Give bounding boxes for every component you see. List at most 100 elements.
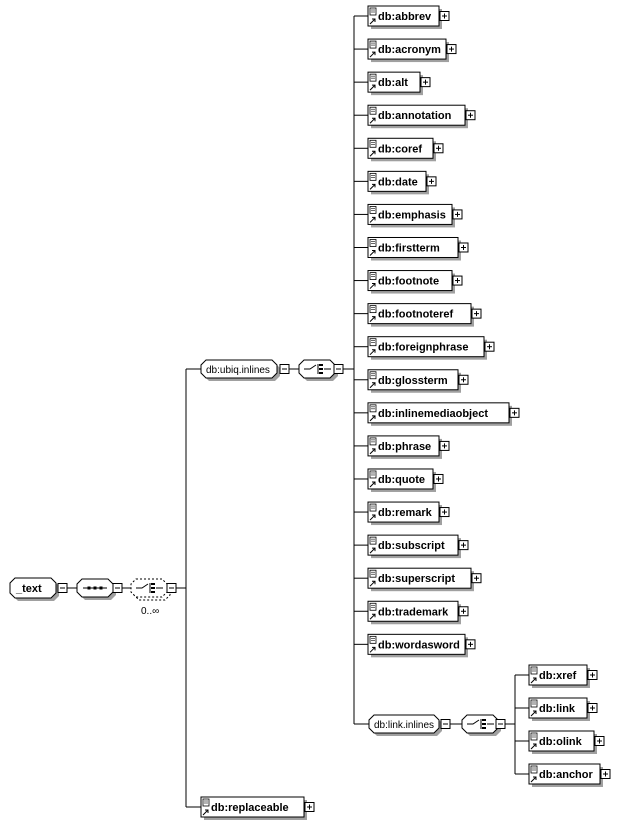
element-quote[interactable]: db:quote [367, 468, 436, 492]
footnote-expand-icon[interactable] [452, 275, 463, 286]
document-icon [369, 371, 377, 380]
element-box [367, 38, 447, 60]
olink-expand-icon[interactable] [594, 736, 605, 746]
element-replaceable[interactable]: db:replaceable [200, 796, 307, 820]
choice-collapse-icon[interactable] [166, 583, 177, 593]
element-date[interactable]: db:date [367, 170, 429, 195]
element-inlinemediaobject[interactable]: db:inlinemediaobject [367, 402, 512, 426]
document-icon [369, 338, 377, 347]
element-coref[interactable]: db:coref [367, 137, 436, 162]
choice-compositor[interactable] [130, 578, 171, 601]
annotation-expand-icon[interactable] [465, 110, 476, 121]
ubiq-choice-collapse-icon[interactable] [333, 364, 344, 374]
element-label: db:wordasword [378, 639, 460, 651]
element-wordasword[interactable]: db:wordasword [367, 633, 468, 658]
element-glossterm[interactable]: db:glossterm [367, 369, 461, 393]
element-box [367, 203, 453, 225]
reference-arrow-icon [369, 316, 376, 322]
wordasword-expand-icon[interactable] [465, 639, 476, 650]
element-footnoteref[interactable]: db:footnoteref [367, 303, 474, 327]
element-alt[interactable]: db:alt [367, 71, 423, 96]
element-label: db:olink [539, 736, 583, 748]
element-remark[interactable]: db:remark [367, 501, 442, 526]
compositor-frame [130, 578, 168, 598]
group-link-inlines[interactable]: db:link.inlines [368, 714, 442, 736]
element-abbrev[interactable]: db:abbrev [367, 5, 442, 29]
element-phrase[interactable]: db:phrase [367, 435, 442, 459]
element-label: db:superscript [378, 573, 455, 585]
element-box [367, 336, 485, 358]
root-collapse-icon[interactable] [57, 583, 68, 593]
document-icon [369, 437, 377, 446]
phrase-expand-icon[interactable] [439, 440, 450, 451]
document-icon [369, 503, 377, 512]
choice-option [319, 368, 323, 370]
trademark-expand-icon[interactable] [458, 606, 469, 617]
root-element-text[interactable]: _text [9, 577, 59, 601]
document-icon [369, 73, 377, 82]
element-xref[interactable]: db:xref [528, 664, 590, 688]
anchor-expand-icon[interactable] [600, 769, 611, 779]
group-ubiq-inlines[interactable]: db:ubiq.inlines [200, 359, 280, 381]
foreignphrase-expand-icon[interactable] [484, 341, 495, 352]
reference-arrow-icon [369, 448, 376, 455]
element-annotation[interactable]: db:annotation [367, 104, 468, 129]
root-frame [9, 577, 57, 599]
element-label: db:date [378, 176, 418, 188]
element-acronym[interactable]: db:acronym [367, 38, 449, 63]
quote-expand-icon[interactable] [433, 473, 444, 484]
reference-arrow-icon [369, 580, 376, 587]
firstterm-expand-icon[interactable] [458, 242, 469, 253]
element-box [528, 697, 588, 719]
alt-expand-icon[interactable] [420, 77, 431, 88]
element-box [367, 137, 434, 159]
element-label: db:alt [378, 77, 408, 89]
ubiq-choice-compositor[interactable] [298, 359, 338, 381]
element-box [367, 567, 472, 589]
reference-arrow-icon [530, 776, 537, 783]
document-icon [530, 732, 538, 741]
element-superscript[interactable]: db:superscript [367, 567, 474, 592]
acronym-expand-icon[interactable] [446, 44, 457, 55]
date-expand-icon[interactable] [426, 176, 437, 187]
ubiq-collapse-icon[interactable] [279, 364, 290, 374]
element-anchor[interactable]: db:anchor [528, 763, 603, 787]
element-box [367, 501, 440, 523]
emphasis-expand-icon[interactable] [452, 209, 463, 220]
coref-expand-icon[interactable] [433, 143, 444, 154]
abbrev-expand-icon[interactable] [439, 11, 450, 21]
element-subscript[interactable]: db:subscript [367, 534, 461, 559]
element-box [200, 796, 305, 818]
superscript-expand-icon[interactable] [471, 573, 482, 584]
element-emphasis[interactable]: db:emphasis [367, 203, 455, 228]
inlinemediaobject-expand-icon[interactable] [509, 407, 520, 418]
reference-arrow-icon [369, 547, 376, 554]
document-icon [369, 470, 377, 479]
sequence-compositor[interactable] [76, 578, 116, 600]
replaceable-expand-icon[interactable] [304, 802, 315, 812]
element-box [367, 369, 459, 391]
sequence-collapse-icon[interactable] [112, 583, 123, 593]
subscript-expand-icon[interactable] [458, 540, 469, 551]
footnoteref-expand-icon[interactable] [471, 308, 482, 319]
link-collapse-icon[interactable] [440, 719, 451, 729]
element-olink[interactable]: db:olink [528, 730, 597, 754]
document-icon [530, 699, 538, 708]
glossterm-expand-icon[interactable] [458, 374, 469, 385]
link-choice-collapse-icon[interactable] [495, 719, 506, 729]
remark-expand-icon[interactable] [439, 507, 450, 518]
element-firstterm[interactable]: db:firstterm [367, 236, 461, 261]
element-label: db:foreignphrase [378, 342, 468, 354]
element-label: db:link [539, 703, 576, 715]
xref-expand-icon[interactable] [587, 670, 598, 680]
reference-arrow-icon [530, 710, 537, 717]
element-foreignphrase[interactable]: db:foreignphrase [367, 336, 487, 360]
element-label: db:abbrev [378, 11, 432, 23]
link-choice-compositor[interactable] [461, 714, 501, 736]
reference-arrow-icon [369, 646, 376, 653]
link-expand-icon[interactable] [587, 703, 598, 713]
element-footnote[interactable]: db:footnote [367, 270, 455, 294]
element-link[interactable]: db:link [528, 697, 590, 721]
choice-option [319, 372, 323, 374]
element-trademark[interactable]: db:trademark [367, 600, 461, 625]
